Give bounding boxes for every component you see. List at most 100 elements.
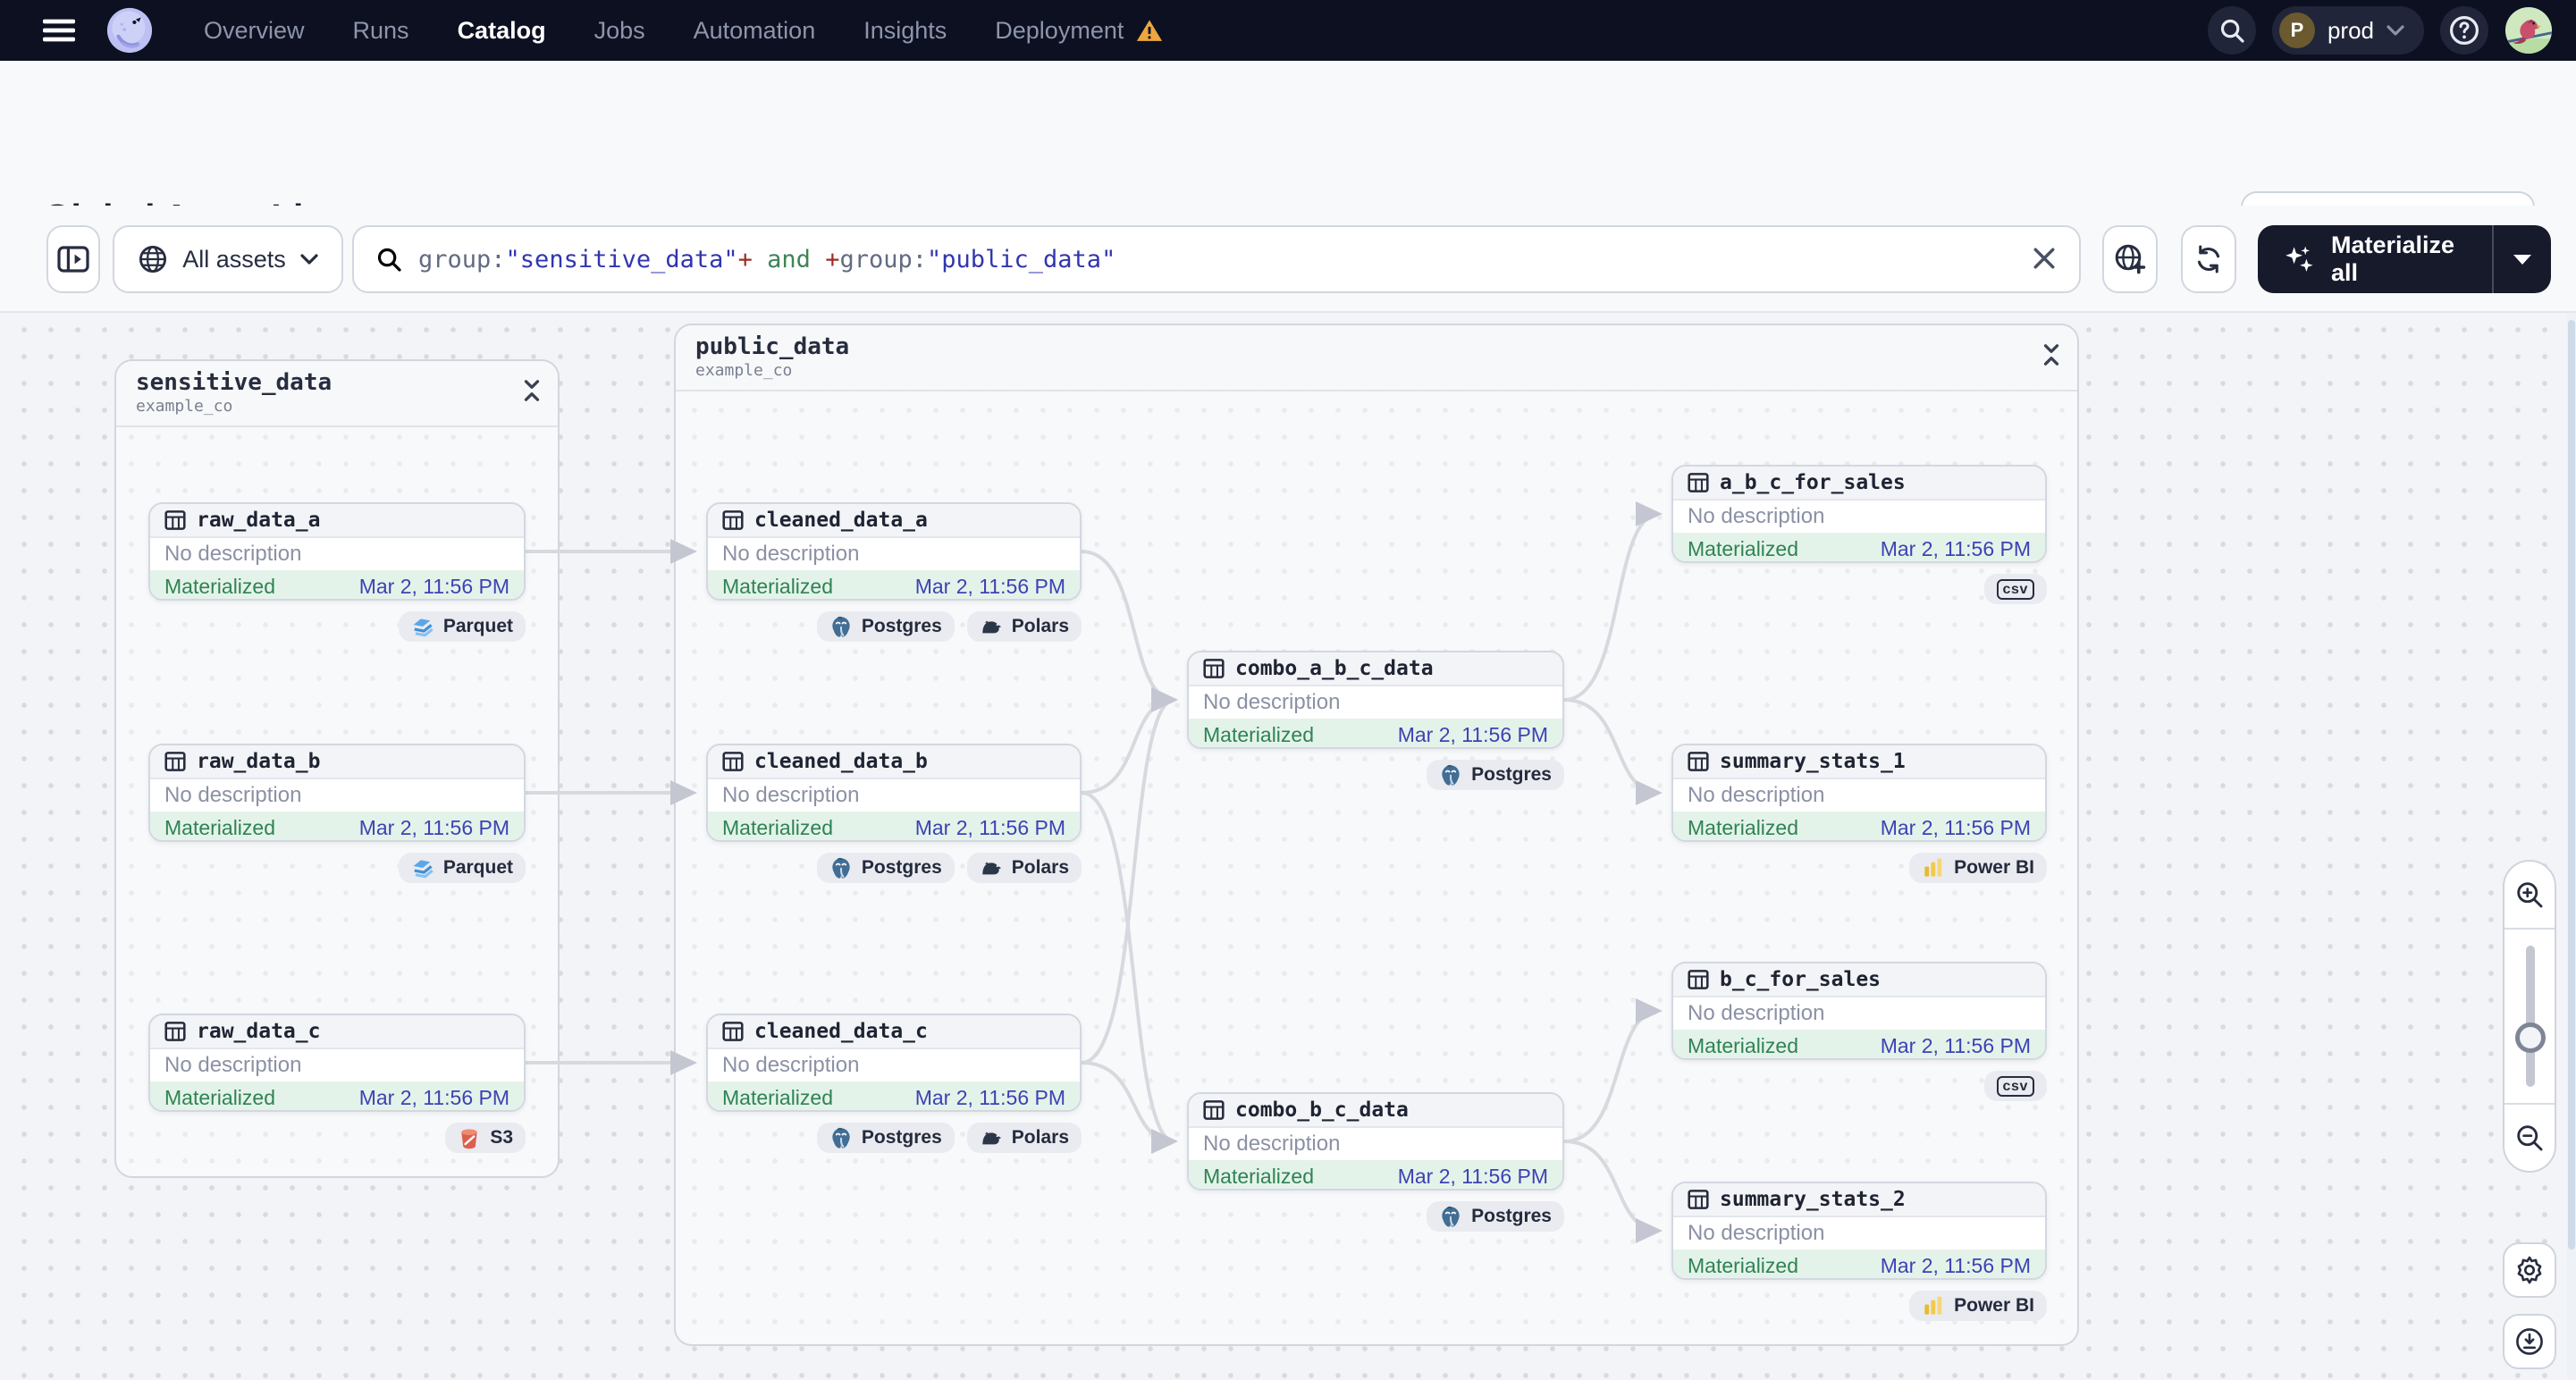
asset-description: No description [722, 542, 860, 566]
asset-node-header: cleaned_data_b [708, 745, 1080, 779]
asset-name: a_b_c_for_sales [1720, 471, 1906, 494]
parquet-icon [411, 615, 434, 638]
tag-parquet[interactable]: Parquet [398, 853, 526, 883]
asset-node-a_b_c_for_sales[interactable]: a_b_c_for_sales No description Materiali… [1671, 465, 2047, 563]
asset-node-combo_b_c_data[interactable]: combo_b_c_data No description Materializ… [1187, 1092, 1564, 1191]
materialize-all-button[interactable]: Materialize all [2258, 225, 2551, 293]
asset-status: Materialized [164, 815, 275, 839]
asset-description: No description [1203, 1132, 1341, 1156]
asset-scope-selector[interactable]: All assets [113, 225, 343, 293]
help-icon[interactable] [2440, 6, 2488, 55]
polars-icon [980, 615, 1003, 638]
table-icon [1688, 751, 1709, 772]
collapse-icon[interactable] [522, 379, 542, 402]
download-icon[interactable] [2503, 1314, 2556, 1369]
powerbi-icon [1922, 856, 1945, 879]
tag-polars[interactable]: Polars [966, 1123, 1082, 1153]
nav-item-insights[interactable]: Insights [863, 17, 947, 45]
asset-description: No description [164, 542, 302, 566]
asset-status-row: Materialized Mar 2, 11:56 PM [1673, 533, 2045, 561]
asset-node-b_c_for_sales[interactable]: b_c_for_sales No description Materialize… [1671, 962, 2047, 1060]
zoom-out-icon[interactable] [2504, 1105, 2555, 1171]
asset-name: raw_data_c [197, 1020, 321, 1043]
table-icon [722, 509, 744, 531]
search-icon[interactable] [2207, 6, 2256, 55]
tag-postgres[interactable]: Postgres [816, 1123, 955, 1153]
asset-tag-row: S3 [148, 1123, 526, 1153]
tag-postgres[interactable]: Postgres [816, 853, 955, 883]
asset-timestamp: Mar 2, 11:56 PM [914, 1085, 1065, 1109]
asset-name: cleaned_data_a [754, 509, 928, 532]
asset-node-cleaned_data_a[interactable]: cleaned_data_a No description Materializ… [706, 502, 1082, 601]
refresh-icon[interactable] [2181, 225, 2236, 293]
user-avatar[interactable] [2504, 6, 2553, 55]
tag-s3[interactable]: S3 [445, 1123, 526, 1153]
asset-node-raw_data_a[interactable]: raw_data_a No description Materialized M… [148, 502, 526, 601]
query-token-key: group: [418, 245, 506, 273]
tag-polars[interactable]: Polars [966, 611, 1082, 642]
asset-timestamp: Mar 2, 11:56 PM [358, 1085, 509, 1109]
asset-search-input[interactable]: group:"sensitive_data"+ and +group:"publ… [352, 225, 2081, 293]
zoom-slider[interactable] [2504, 928, 2555, 1105]
nav-item-label: Overview [204, 16, 305, 44]
lineage-canvas[interactable]: sensitive_data example_co public_data ex… [0, 313, 2567, 1380]
nav-item-automation[interactable]: Automation [694, 17, 816, 45]
zoom-in-icon[interactable] [2504, 862, 2555, 928]
asset-node-raw_data_b[interactable]: raw_data_b No description Materialized M… [148, 744, 526, 842]
asset-node-raw_data_c[interactable]: raw_data_c No description Materialized M… [148, 1014, 526, 1112]
asset-name: cleaned_data_b [754, 750, 928, 773]
asset-status: Materialized [722, 1085, 833, 1109]
asset-tag-row: Parquet [148, 853, 526, 883]
tag-label: Polars [1011, 616, 1069, 636]
tag-power-bi[interactable]: Power BI [1909, 853, 2047, 883]
asset-node-cleaned_data_c[interactable]: cleaned_data_c No description Materializ… [706, 1014, 1082, 1112]
asset-timestamp: Mar 2, 11:56 PM [1397, 722, 1548, 746]
tag-polars[interactable]: Polars [966, 853, 1082, 883]
asset-status: Materialized [1688, 536, 1798, 560]
nav-item-overview[interactable]: Overview [204, 17, 305, 45]
asset-description: No description [722, 783, 860, 807]
asset-tag-row: Postgres [1187, 760, 1564, 790]
tag-postgres[interactable]: Postgres [1427, 760, 1564, 790]
asset-tag-row: Power BI [1671, 853, 2047, 883]
asset-group-title: sensitive_data [136, 369, 333, 396]
asset-status: Materialized [1688, 1033, 1798, 1057]
chevron-down-icon [2387, 25, 2404, 36]
asset-node-cleaned_data_b[interactable]: cleaned_data_b No description Materializ… [706, 744, 1082, 842]
nav-item-runs[interactable]: Runs [353, 17, 409, 45]
materialize-all-main[interactable]: Materialize all [2258, 225, 2492, 293]
vertical-scrollbar-thumb[interactable] [2568, 320, 2575, 1250]
asset-tag-row: Power BI [1671, 1291, 2047, 1321]
asset-node-combo_a_b_c_data[interactable]: combo_a_b_c_data No description Material… [1187, 651, 1564, 749]
asset-timestamp: Mar 2, 11:56 PM [358, 574, 509, 598]
zoom-slider-knob[interactable] [2515, 1022, 2546, 1053]
csv-badge[interactable]: csv [1983, 574, 2047, 604]
close-icon[interactable] [2033, 247, 2058, 272]
tag-postgres[interactable]: Postgres [816, 611, 955, 642]
hamburger-icon[interactable] [43, 18, 75, 43]
dagster-logo[interactable] [105, 6, 154, 55]
panel-toggle-button[interactable] [46, 225, 100, 293]
postgres-icon [829, 615, 853, 638]
nav-item-deployment[interactable]: Deployment [995, 17, 1163, 45]
environment-switcher[interactable]: P prod [2271, 6, 2424, 55]
search-query: group:"sensitive_data"+ and +group:"publ… [418, 246, 2033, 273]
zoom-panel [2503, 860, 2556, 1173]
materialize-options-caret[interactable] [2492, 225, 2551, 293]
asset-description: No description [1688, 504, 1825, 528]
vertical-scrollbar[interactable] [2567, 313, 2576, 1380]
asset-node-summary_stats_2[interactable]: summary_stats_2 No description Materiali… [1671, 1182, 2047, 1280]
collapse-icon[interactable] [2041, 343, 2061, 366]
tag-parquet[interactable]: Parquet [398, 611, 526, 642]
nav-item-jobs[interactable]: Jobs [594, 17, 645, 45]
nav-item-catalog[interactable]: Catalog [458, 17, 546, 45]
csv-badge[interactable]: csv [1983, 1071, 2047, 1101]
asset-group-header[interactable]: sensitive_data example_co [116, 361, 558, 427]
tag-power-bi[interactable]: Power BI [1909, 1291, 2047, 1321]
globe-plus-button[interactable] [2102, 225, 2158, 293]
gear-icon[interactable] [2503, 1242, 2556, 1298]
asset-group-header[interactable]: public_data example_co [676, 325, 2077, 391]
asset-node-summary_stats_1[interactable]: summary_stats_1 No description Materiali… [1671, 744, 2047, 842]
tag-postgres[interactable]: Postgres [1427, 1201, 1564, 1232]
tag-label: Power BI [1954, 857, 2034, 878]
